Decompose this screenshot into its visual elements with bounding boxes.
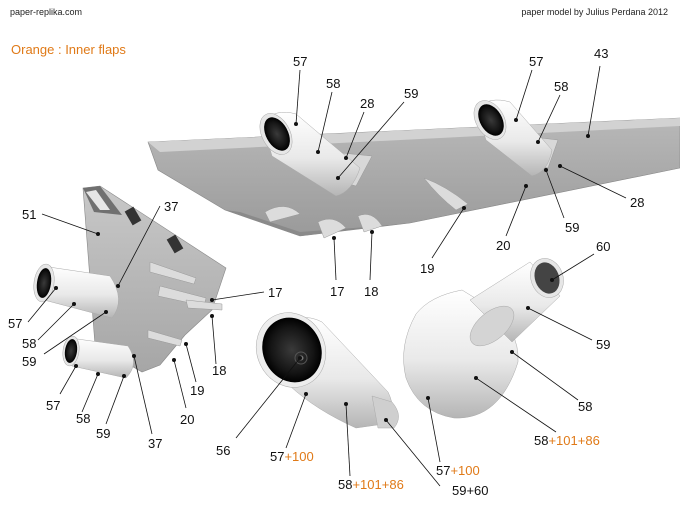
credit-text: paper model by Julius Perdana 2012 bbox=[521, 7, 668, 17]
label-main-20: 20 bbox=[496, 238, 510, 253]
main-wing bbox=[147, 99, 680, 239]
label-front-56: 56 bbox=[216, 443, 230, 458]
label-main-57-outer: 57 bbox=[529, 54, 543, 69]
label-main-17: 17 bbox=[330, 284, 344, 299]
small-wing-upper-engine bbox=[33, 263, 119, 319]
front-engine-labels: 56 57+100 58+101+86 59+60 bbox=[216, 443, 489, 498]
label-small-59-lower: 59 bbox=[96, 426, 110, 441]
label-small-37-lower: 37 bbox=[148, 436, 162, 451]
label-front-58-101-86: 58+101+86 bbox=[338, 477, 404, 492]
main-wing-leaders bbox=[294, 65, 627, 281]
site-name: paper-replika.com bbox=[10, 7, 83, 17]
main-wing-labels: 57 58 28 59 57 58 43 28 59 20 19 17 18 bbox=[293, 46, 644, 299]
label-small-57-upper: 57 bbox=[8, 316, 22, 331]
label-main-58: 58 bbox=[326, 76, 340, 91]
label-rear-60: 60 bbox=[596, 239, 610, 254]
small-wing-leaders bbox=[27, 205, 265, 435]
label-main-57: 57 bbox=[293, 54, 307, 69]
label-small-59-upper: 59 bbox=[22, 354, 36, 369]
label-main-19: 19 bbox=[420, 261, 434, 276]
label-main-43: 43 bbox=[594, 46, 608, 61]
label-main-28-outer: 28 bbox=[630, 195, 644, 210]
label-main-59: 59 bbox=[404, 86, 418, 101]
rear-engine-labels: 60 59 58 58+101+86 57+100 bbox=[436, 239, 610, 478]
label-small-57-lower: 57 bbox=[46, 398, 60, 413]
legend-orange-inner-flaps: Orange : Inner flaps bbox=[11, 42, 126, 57]
label-main-18: 18 bbox=[364, 284, 378, 299]
label-rear-58: 58 bbox=[578, 399, 592, 414]
label-small-18: 18 bbox=[212, 363, 226, 378]
label-small-51: 51 bbox=[22, 207, 36, 222]
label-small-19: 19 bbox=[190, 383, 204, 398]
label-small-58-upper: 58 bbox=[22, 336, 36, 351]
label-main-28: 28 bbox=[360, 96, 374, 111]
label-front-59-60: 59+60 bbox=[452, 483, 489, 498]
small-wing-lower-engine bbox=[62, 335, 134, 379]
label-main-58-outer: 58 bbox=[554, 79, 568, 94]
main-wing-inner-engine bbox=[259, 112, 361, 197]
label-rear-59: 59 bbox=[596, 337, 610, 352]
label-rear-58-101-86: 58+101+86 bbox=[534, 433, 600, 448]
label-small-17: 17 bbox=[268, 285, 282, 300]
small-wing bbox=[33, 185, 227, 379]
rear-engine bbox=[403, 258, 564, 419]
label-front-57-100: 57+100 bbox=[270, 449, 314, 464]
small-wing-labels: 51 37 17 18 57 58 59 57 58 59 37 20 19 bbox=[8, 199, 282, 451]
engine-leaders bbox=[235, 253, 595, 487]
label-small-37: 37 bbox=[164, 199, 178, 214]
label-rear-57-100: 57+100 bbox=[436, 463, 480, 478]
label-main-59-outer: 59 bbox=[565, 220, 579, 235]
label-small-58-lower: 58 bbox=[76, 411, 90, 426]
front-engine bbox=[256, 312, 399, 429]
label-small-20: 20 bbox=[180, 412, 194, 427]
main-wing-outer-engine bbox=[473, 99, 553, 177]
